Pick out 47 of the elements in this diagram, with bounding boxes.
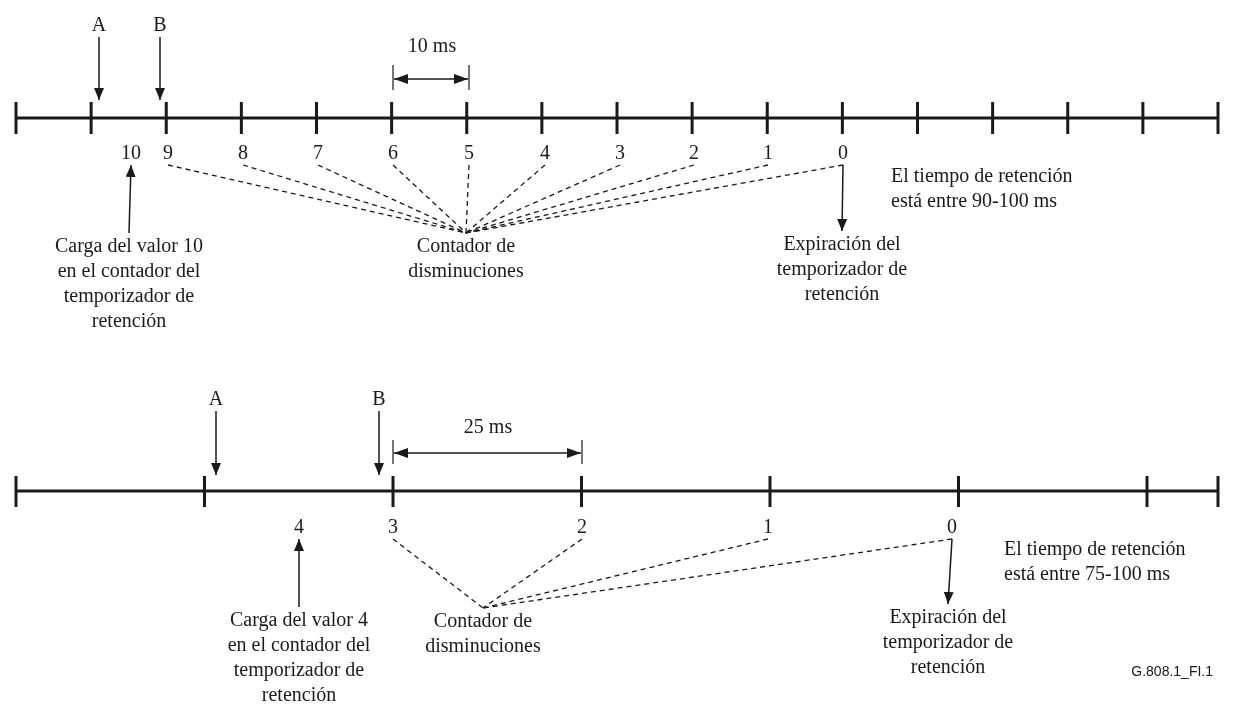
dashed-connector — [482, 538, 953, 609]
event-label: A — [89, 12, 109, 37]
counter-value: 1 — [761, 514, 775, 539]
counter-value: 3 — [613, 140, 627, 165]
counter-value: 6 — [386, 140, 400, 165]
counter-value: 7 — [311, 140, 325, 165]
arrow — [374, 410, 384, 476]
counter-value: 3 — [386, 514, 400, 539]
arrow — [211, 410, 221, 476]
counter-value: 4 — [292, 514, 306, 539]
event-label: B — [370, 386, 388, 411]
event-label: B — [151, 12, 169, 37]
arrow — [125, 164, 136, 234]
event-label: A — [206, 386, 226, 411]
counter-value: 9 — [161, 140, 175, 165]
note-text: El tiempo de retención está entre 75-100 ms — [1004, 536, 1187, 586]
arrow — [94, 36, 104, 101]
dimension-label: 25 ms — [463, 414, 513, 439]
annotation-text: Contador de disminuciones — [391, 233, 541, 283]
dashed-connector — [465, 164, 546, 234]
counter-value: 10 — [119, 140, 143, 165]
arrow — [294, 538, 304, 608]
counter-value: 8 — [236, 140, 250, 165]
counter-value: 0 — [836, 140, 850, 165]
dashed-connector — [482, 538, 583, 609]
annotation-text: Contador de disminuciones — [408, 608, 558, 658]
note-text: El tiempo de retención está entre 90-100 ms — [891, 163, 1074, 213]
annotation-text: Expiración del temporizador de retención — [863, 604, 1033, 679]
arrow — [943, 538, 954, 605]
dashed-connector — [465, 164, 621, 234]
counter-value: 2 — [575, 514, 589, 539]
counter-value: 5 — [462, 140, 476, 165]
counter-value: 0 — [945, 514, 959, 539]
dimension-label: 10 ms — [407, 33, 457, 58]
arrow — [155, 36, 165, 101]
dashed-connector — [392, 538, 484, 609]
dashed-connector — [482, 538, 769, 609]
counter-value: 1 — [761, 140, 775, 165]
counter-value: 2 — [687, 140, 701, 165]
counter-value: 4 — [538, 140, 552, 165]
annotation-text: Expiración del temporizador de retención — [757, 231, 927, 306]
arrow — [837, 164, 848, 232]
dashed-connector — [465, 164, 470, 234]
figure-id: G.808.1_FI.1 — [1131, 662, 1213, 680]
dashed-connector — [465, 164, 844, 234]
annotation-text: Carga del valor 4 en el contador del temporizador de retención — [219, 607, 379, 707]
annotation-text: Carga del valor 10 en el contador del temporizador de retención — [49, 233, 209, 333]
